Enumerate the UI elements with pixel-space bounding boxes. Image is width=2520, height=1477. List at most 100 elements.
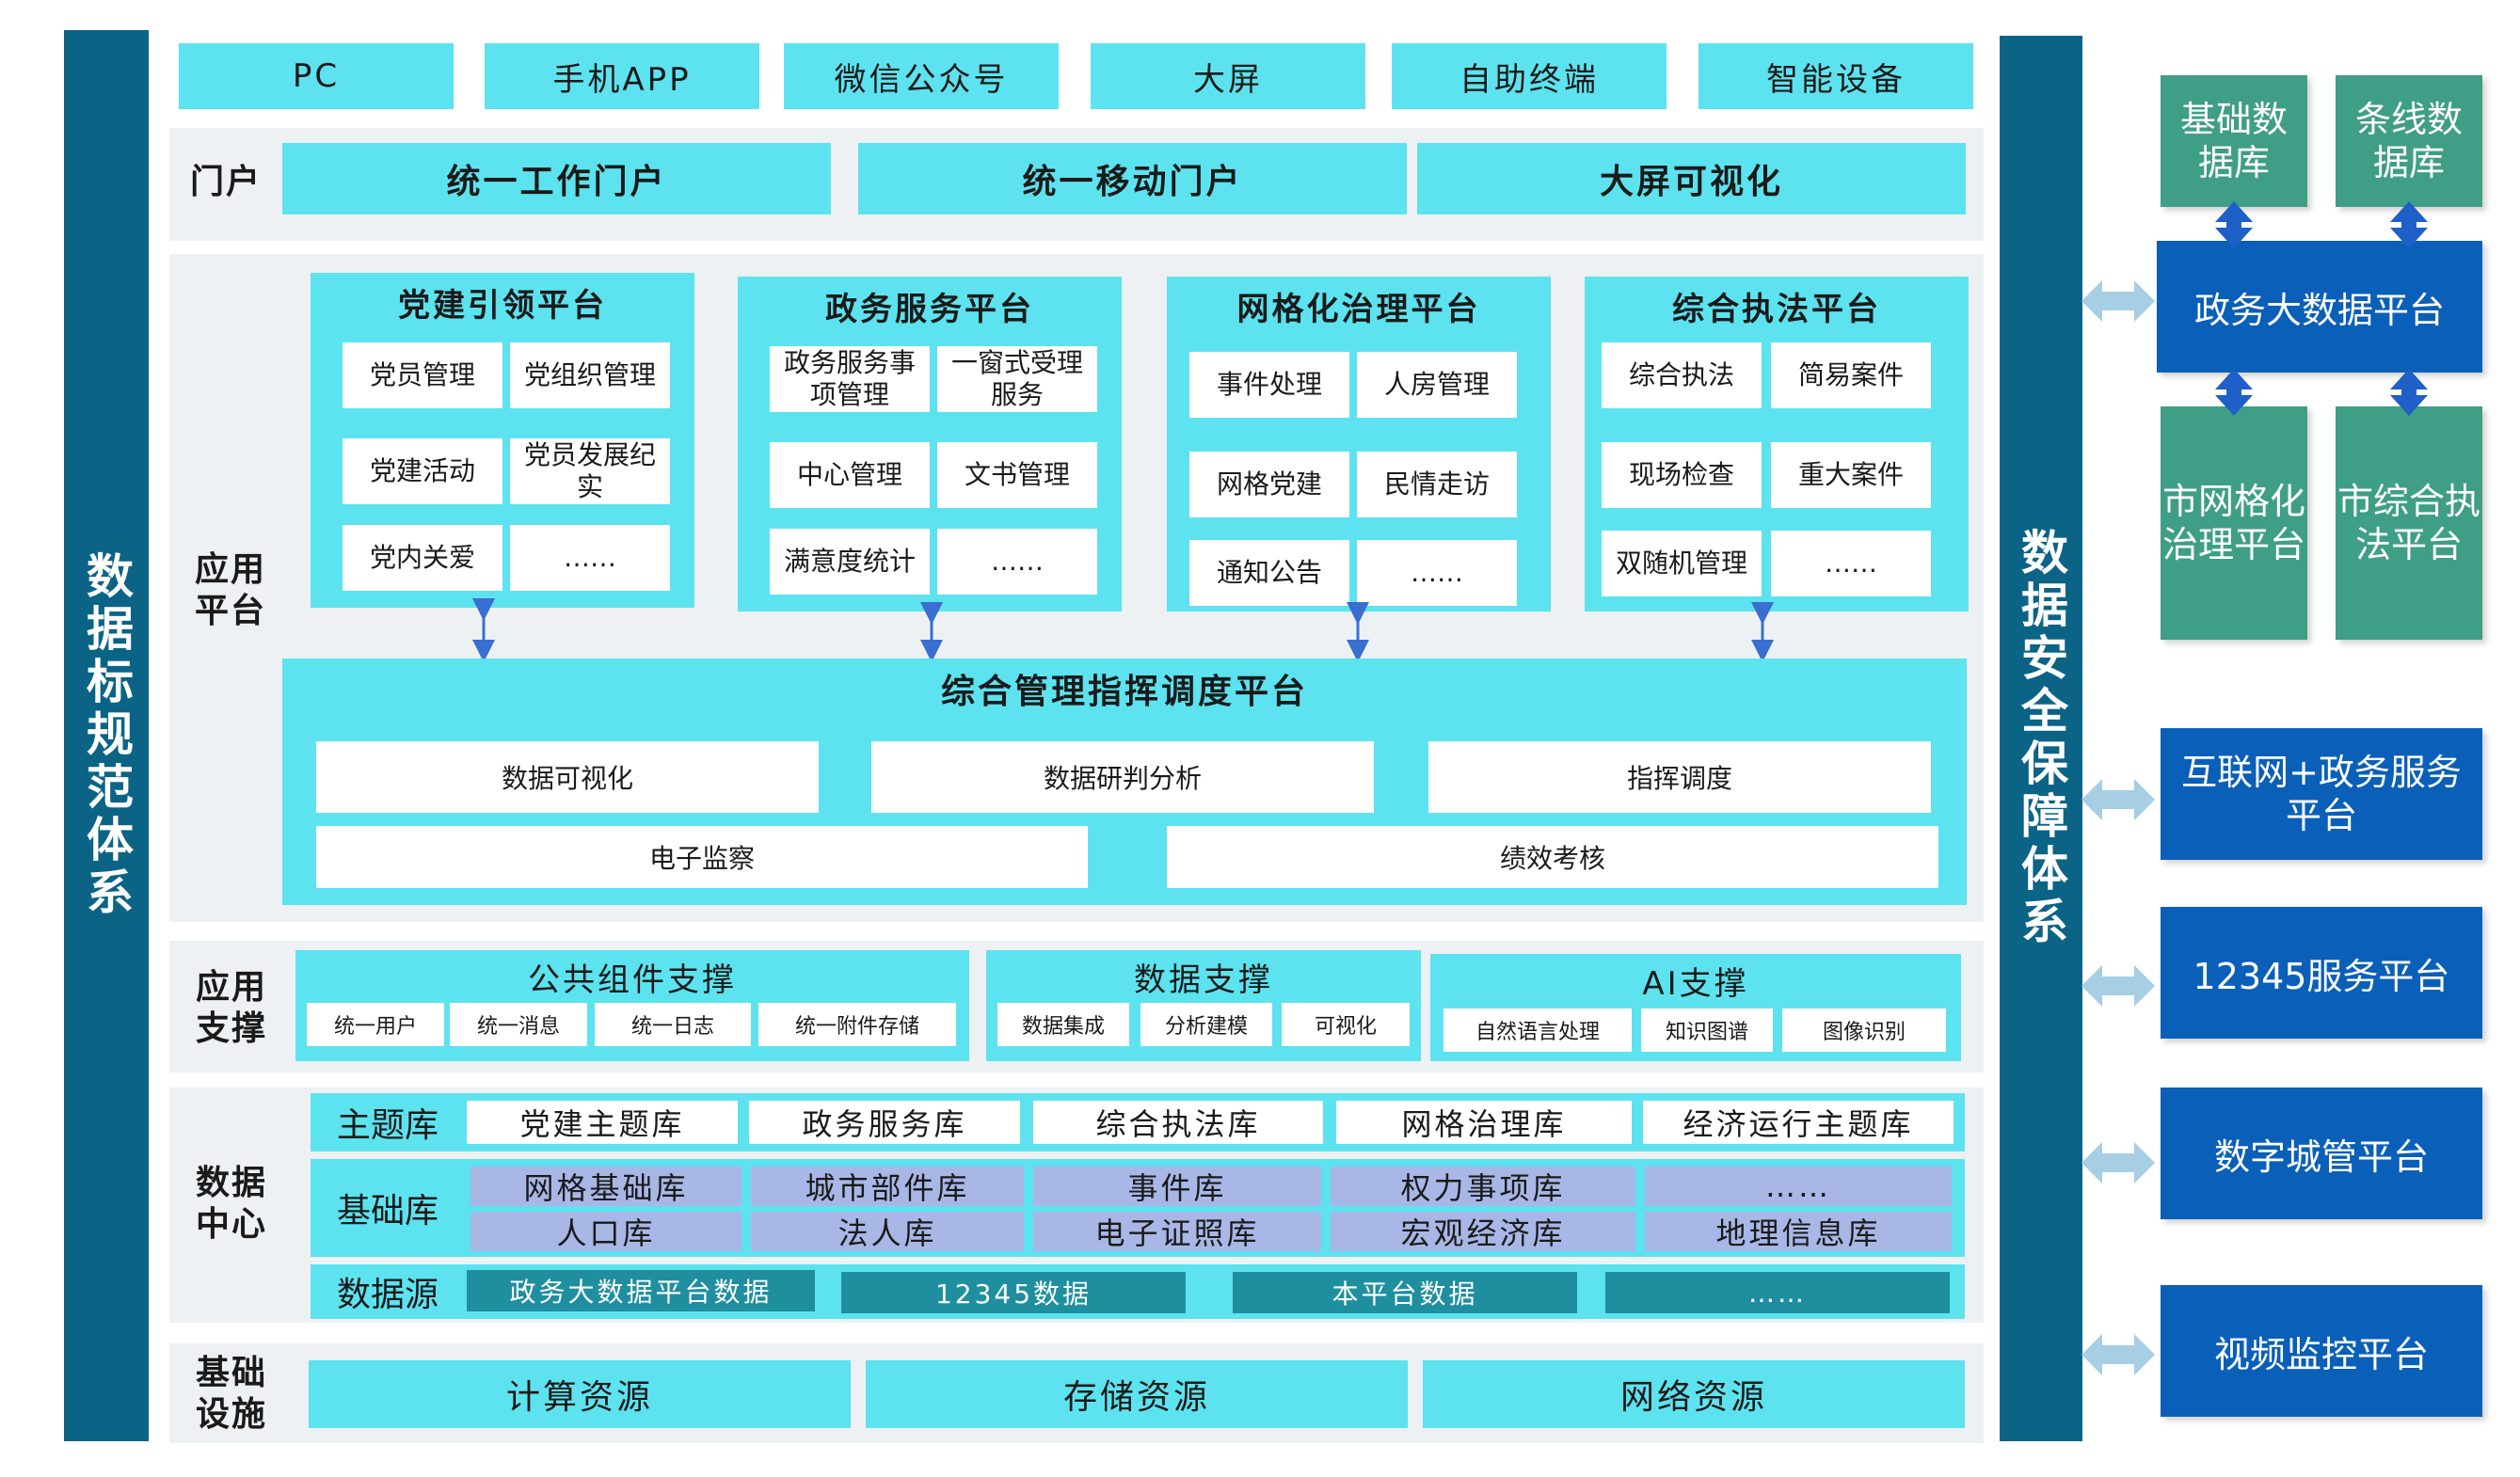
vertical-double-arrow bbox=[2390, 201, 2428, 248]
platform-cell: 满意度统计 bbox=[770, 529, 930, 595]
theme-library-item: 党建主题库 bbox=[467, 1101, 738, 1144]
platform-cell: 人房管理 bbox=[1357, 352, 1517, 418]
theme-library-item: 政务服务库 bbox=[749, 1101, 1020, 1144]
data-support-title: 数据支撑 bbox=[1134, 961, 1273, 999]
platform-cell: 现场检查 bbox=[1602, 442, 1762, 508]
base-library-item: 法人库 bbox=[751, 1212, 1024, 1251]
support-item: 统一消息 bbox=[450, 1003, 587, 1046]
data-source-item: 12345数据 bbox=[841, 1272, 1186, 1313]
storage-resources: 存储资源 bbox=[866, 1360, 1408, 1428]
channel-pc: PC bbox=[179, 43, 454, 109]
hotline-12345-platform: 12345服务平台 bbox=[2161, 907, 2482, 1039]
base-library-item: 宏观经济库 bbox=[1331, 1212, 1635, 1251]
platform-cell: 党组织管理 bbox=[510, 342, 670, 408]
digital-city-management-platform: 数字城管平台 bbox=[2161, 1088, 2482, 1219]
data-source-item: 本平台数据 bbox=[1233, 1272, 1577, 1313]
horizontal-double-arrow bbox=[2081, 965, 2155, 1007]
platform-cell: 通知公告 bbox=[1189, 540, 1349, 606]
compute-resources: 计算资源 bbox=[309, 1360, 851, 1428]
channel-wechat: 微信公众号 bbox=[784, 43, 1059, 109]
data-source-item: …… bbox=[1605, 1272, 1950, 1313]
gov-big-data-platform: 政务大数据平台 bbox=[2157, 241, 2482, 373]
party-building-title: 党建引领平台 bbox=[398, 286, 607, 325]
app-support-label: 应用支撑 bbox=[195, 968, 267, 1048]
vertical-double-arrow bbox=[2215, 369, 2253, 416]
command-platform-title: 综合管理指挥调度平台 bbox=[940, 673, 1308, 711]
vertical-double-arrow bbox=[2390, 369, 2428, 416]
video-surveillance-platform: 视频监控平台 bbox=[2161, 1285, 2482, 1417]
platform-cell: 政务服务事项管理 bbox=[770, 346, 930, 412]
vertical-double-arrow bbox=[2215, 201, 2253, 248]
platform-cell: 事件处理 bbox=[1189, 352, 1349, 418]
base-library-item: 城市部件库 bbox=[751, 1167, 1024, 1206]
channel-kiosk: 自助终端 bbox=[1392, 43, 1667, 109]
platform-cell: …… bbox=[937, 529, 1097, 595]
horizontal-double-arrow bbox=[2081, 280, 2155, 322]
base-database: 基础数据库 bbox=[2161, 75, 2307, 207]
law-enforcement-title: 综合执法平台 bbox=[1672, 290, 1881, 328]
base-library-item: 事件库 bbox=[1033, 1167, 1321, 1206]
standards-system-label: 数据标规范体系 bbox=[79, 551, 134, 920]
platform-cell: 党建活动 bbox=[343, 438, 502, 504]
platform-cell: 重大案件 bbox=[1771, 442, 1931, 508]
command-item: 指挥调度 bbox=[1428, 741, 1931, 813]
support-item: 数据集成 bbox=[997, 1003, 1129, 1046]
security-system-band: 数据安全保障体系 bbox=[2000, 36, 2082, 1441]
base-library-item: 网格基础库 bbox=[471, 1167, 742, 1206]
city-law-platform: 市综合执法平台 bbox=[2336, 406, 2482, 640]
horizontal-double-arrow bbox=[2081, 1334, 2155, 1375]
ai-support-title: AI支撑 bbox=[1642, 964, 1749, 1003]
command-item: 电子监察 bbox=[316, 826, 1088, 888]
platform-cell: 综合执法 bbox=[1602, 342, 1762, 408]
public-component-title: 公共组件支撑 bbox=[528, 961, 737, 999]
base-library-item: …… bbox=[1645, 1167, 1952, 1206]
channel-mobile-app: 手机APP bbox=[485, 43, 759, 109]
support-item: 图像识别 bbox=[1782, 1008, 1946, 1052]
platform-cell: 党员发展纪实 bbox=[510, 438, 670, 504]
support-item: 统一附件存储 bbox=[758, 1003, 956, 1046]
support-item: 自然语言处理 bbox=[1443, 1008, 1632, 1052]
platform-cell: …… bbox=[510, 525, 670, 591]
platform-cell: 党内关爱 bbox=[343, 525, 502, 591]
app-platform-label: 应用平台 bbox=[194, 550, 266, 630]
standards-system-band: 数据标规范体系 bbox=[64, 30, 149, 1441]
city-grid-platform: 市网格化治理平台 bbox=[2161, 406, 2307, 640]
platform-cell: 民情走访 bbox=[1357, 452, 1517, 517]
base-library-item: 人口库 bbox=[471, 1212, 742, 1251]
channel-smart-device: 智能设备 bbox=[1699, 43, 1973, 109]
portal-big-screen: 大屏可视化 bbox=[1417, 143, 1966, 214]
internet-gov-service-platform: 互联网+政务服务平台 bbox=[2161, 728, 2482, 860]
gov-service-title: 政务服务平台 bbox=[825, 290, 1034, 328]
platform-cell: …… bbox=[1771, 531, 1931, 596]
data-source-label: 数据源 bbox=[336, 1276, 439, 1314]
support-item: 统一用户 bbox=[307, 1003, 444, 1046]
platform-cell: 文书管理 bbox=[937, 442, 1097, 508]
platform-cell: 中心管理 bbox=[770, 442, 930, 508]
portal-label: 门户 bbox=[189, 163, 262, 201]
channel-big-screen: 大屏 bbox=[1091, 43, 1365, 109]
support-item: 知识图谱 bbox=[1641, 1008, 1773, 1052]
platform-cell: 一窗式受理服务 bbox=[937, 346, 1097, 412]
theme-library-item: 综合执法库 bbox=[1033, 1101, 1323, 1144]
command-item: 数据研判分析 bbox=[871, 741, 1374, 813]
grid-governance-title: 网格化治理平台 bbox=[1236, 290, 1481, 328]
security-system-label: 数据安全保障体系 bbox=[2014, 528, 2068, 949]
infrastructure-label: 基础设施 bbox=[195, 1354, 267, 1434]
base-library-label: 基础库 bbox=[336, 1192, 439, 1231]
horizontal-double-arrow bbox=[2081, 779, 2155, 820]
command-item: 数据可视化 bbox=[316, 741, 819, 813]
horizontal-double-arrow bbox=[2081, 1142, 2155, 1183]
line-database: 条线数据库 bbox=[2336, 75, 2482, 207]
portal-work: 统一工作门户 bbox=[282, 143, 831, 214]
base-library-item: 地理信息库 bbox=[1645, 1212, 1952, 1251]
platform-cell: 网格党建 bbox=[1189, 452, 1349, 517]
support-item: 分析建模 bbox=[1140, 1003, 1272, 1046]
data-center-label: 数据中心 bbox=[195, 1164, 267, 1244]
command-item: 绩效考核 bbox=[1167, 826, 1938, 888]
platform-cell: …… bbox=[1357, 540, 1517, 606]
data-source-item: 政务大数据平台数据 bbox=[467, 1270, 815, 1311]
theme-library-item: 网格治理库 bbox=[1336, 1101, 1632, 1144]
